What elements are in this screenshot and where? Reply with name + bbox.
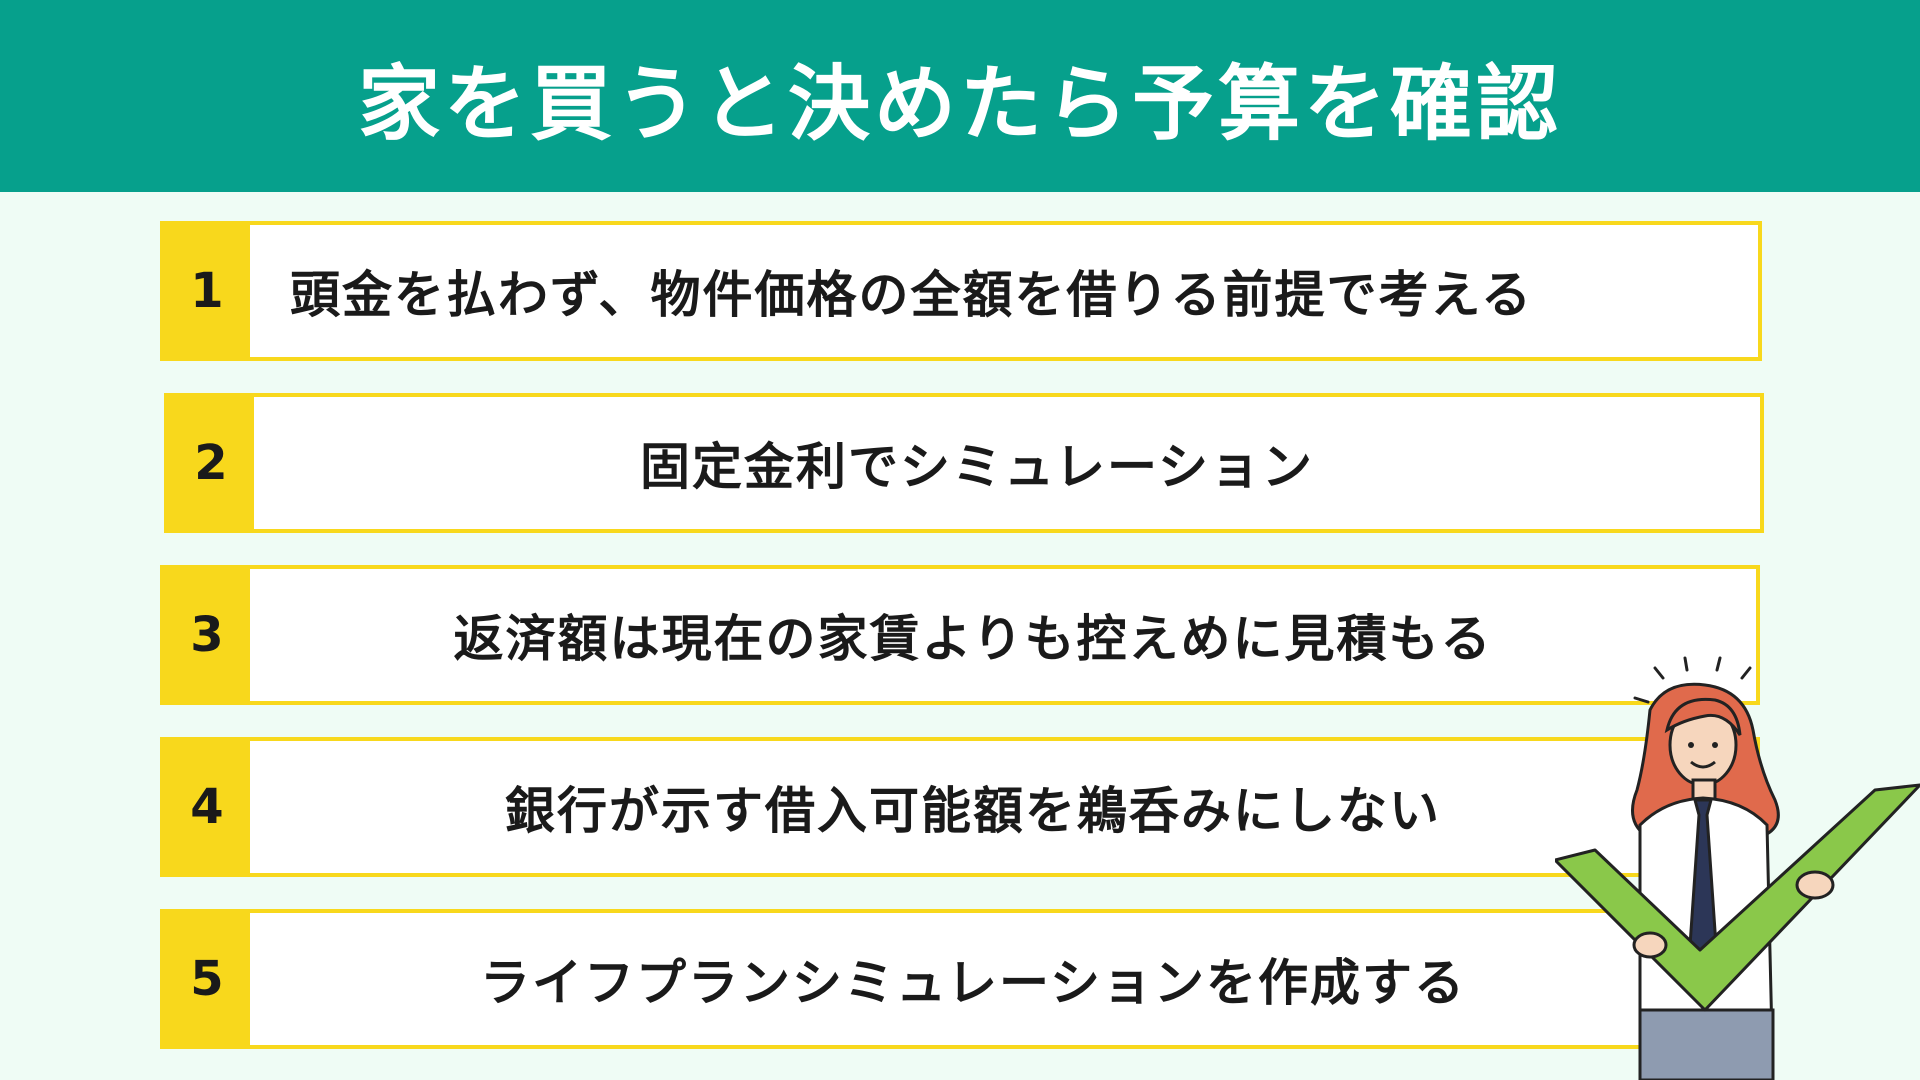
list-item: 5 ライフプランシミュレーションを作成する [160, 909, 1760, 1049]
list-item: 2 固定金利でシミュレーション [164, 393, 1764, 533]
list-item: 4 銀行が示す借入可能額を鵜呑みにしない [160, 737, 1760, 877]
item-text: 銀行が示す借入可能額を鵜呑みにしない [505, 782, 1441, 840]
list-item: 1 頭金を払わず、物件価格の全額を借りる前提で考える [160, 221, 1762, 361]
item-number: 4 [164, 741, 250, 873]
item-number: 1 [164, 225, 250, 357]
item-number: 5 [164, 913, 250, 1045]
item-text: 頭金を払わず、物件価格の全額を借りる前提で考える [290, 266, 1533, 324]
item-text: 返済額は現在の家賃よりも控えめに見積もる [453, 610, 1493, 668]
item-number: 3 [164, 569, 250, 701]
item-text: ライフプランシミュレーションを作成する [480, 954, 1466, 1012]
item-number: 2 [168, 397, 254, 529]
header-banner: 家を買うと決めたら予算を確認 [0, 0, 1920, 192]
item-text: 固定金利でシミュレーション [640, 438, 1314, 496]
woman-with-checkmark-icon [1555, 656, 1920, 1080]
page-title: 家を買うと決めたら予算を確認 [357, 56, 1562, 152]
list-item: 3 返済額は現在の家賃よりも控えめに見積もる [160, 565, 1760, 705]
